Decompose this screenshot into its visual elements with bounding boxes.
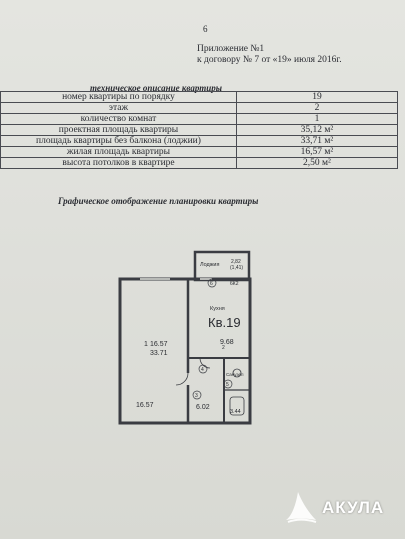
appendix-title: Приложение №1 [197, 44, 265, 54]
marker-6: 6 [210, 281, 213, 287]
kitchen-label: Кухня [210, 306, 225, 312]
akula-logo: АКУЛА [280, 486, 400, 528]
floor-plan-title: Графическое отображение планировки кварт… [58, 196, 259, 206]
table-row: количество комнат 1 [0, 113, 399, 125]
marker-circle [192, 390, 202, 400]
marker-circle [223, 379, 233, 389]
loggia-label: Лоджия [200, 262, 220, 268]
table-row: высота потолков в квартире 2,50 м² [0, 157, 399, 169]
table-row: площадь квартиры без балкона (лоджии) 33… [0, 135, 399, 147]
bathroom-label: Санузел [226, 372, 244, 377]
bathroom-area: 3.44 [230, 409, 241, 415]
row-label: высота потолков в квартире [0, 157, 237, 169]
row-label: проектная площадь квартиры [0, 124, 237, 136]
contract-reference: к договору № 7 от «19» июля 2016г. [197, 55, 342, 65]
row-value: 35,12 м² [235, 124, 399, 136]
row-value: 2 [235, 102, 399, 114]
hall-area: 6.02 [196, 404, 210, 411]
loggia-area-reduced: (1,41) [230, 265, 243, 271]
door-arc-room [175, 372, 189, 386]
marker-5: 5 [226, 382, 229, 388]
appendix-header: Приложение №1 к договору № 7 от «19» июл… [197, 44, 342, 66]
table-row: номер квартиры по порядку 19 [0, 91, 399, 103]
loggia-code: 6К2 [230, 281, 239, 287]
row-value: 33,71 м² [235, 135, 399, 147]
row-label: площадь квартиры без балкона (лоджии) [0, 135, 237, 147]
row-label: этаж [0, 102, 237, 114]
row-label: жилая площадь квартиры [0, 146, 237, 158]
marker-4: 4 [201, 367, 204, 373]
row-value: 19 [235, 91, 399, 103]
row-label: количество комнат [0, 113, 237, 125]
kitchen-area: 9.68 [220, 339, 234, 346]
table-row: этаж 2 [0, 102, 399, 114]
row-label: номер квартиры по порядку [0, 91, 237, 103]
table-row: жилая площадь квартиры 16,57 м² [0, 146, 399, 158]
marker-3: 3 [195, 393, 198, 399]
room-area: 16.57 [150, 341, 168, 348]
row-value: 1 [235, 113, 399, 125]
room-number: 1 [144, 341, 148, 348]
floor-plan: 6 4 3 5 2 Лоджия 2,82 (1,41) 6К2 Кухня К… [118, 250, 252, 425]
bathtub-icon [229, 396, 245, 416]
logo-text: АКУЛА [322, 498, 385, 517]
table-row: проектная площадь квартиры 35,12 м² [0, 124, 399, 136]
apartment-number-label: Кв.19 [208, 315, 241, 330]
toilet-icon [232, 368, 242, 378]
room-area-total: 33.71 [150, 350, 168, 357]
shark-fin-icon [286, 492, 317, 523]
marker-2: 2 [222, 345, 225, 351]
loggia-area: 2,82 [231, 259, 241, 265]
room-area-bottom: 16.57 [136, 402, 154, 409]
marker-circle [198, 364, 208, 374]
apartment-spec-table: номер квартиры по порядку 19 этаж 2 коли… [0, 91, 399, 169]
marker-circle [207, 278, 217, 288]
tech-description-title: техническое описание квартиры [90, 83, 222, 93]
row-value: 2,50 м² [235, 157, 399, 169]
row-value: 16,57 м² [235, 146, 399, 158]
page-number: 6 [203, 24, 208, 34]
